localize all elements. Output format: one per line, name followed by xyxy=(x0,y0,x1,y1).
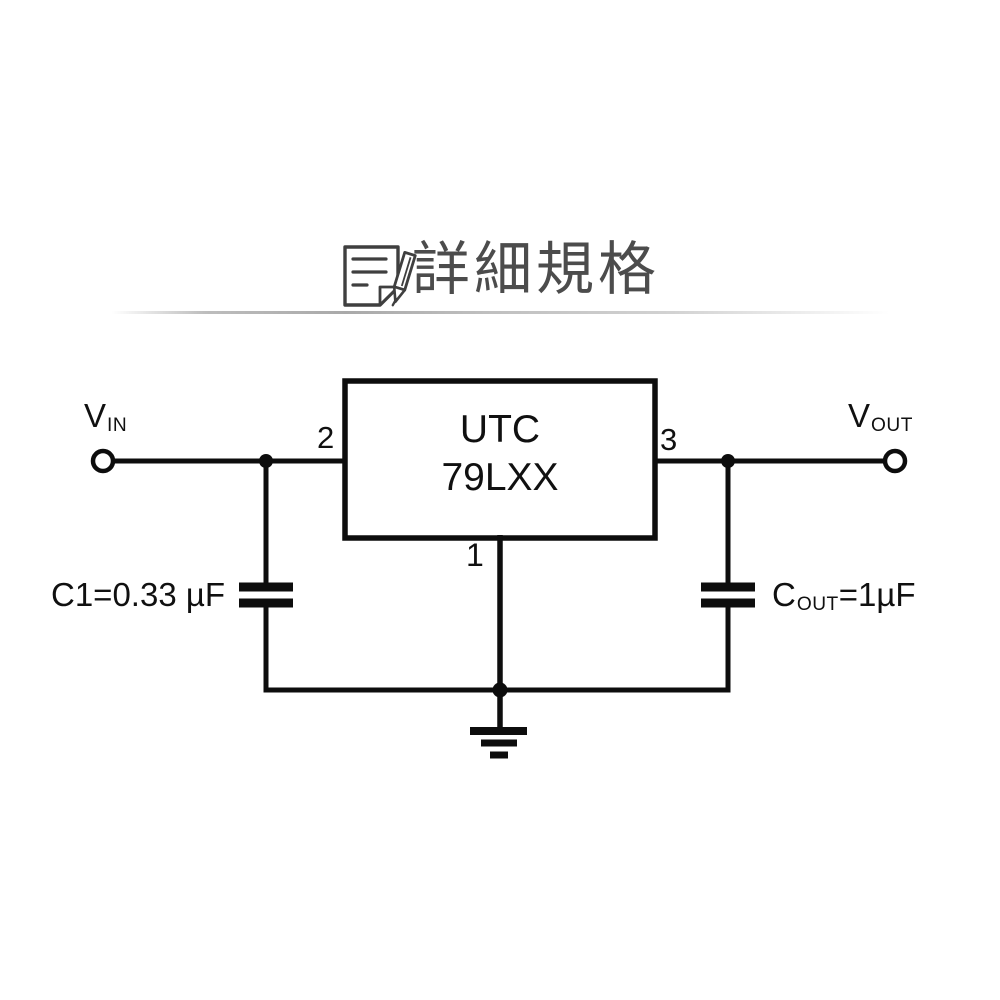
header-divider xyxy=(112,311,890,314)
vout-subscript: OUT xyxy=(871,415,913,437)
input-cap-label: C1=0.33 µF xyxy=(51,576,226,613)
ic-label: UTC 79LXX xyxy=(345,406,655,502)
output-cap-label: COUT=1µF xyxy=(772,575,916,621)
page-title: 詳細規格 xyxy=(412,237,661,302)
ic-label-line2: 79LXX xyxy=(441,456,559,499)
input-junction-dot xyxy=(259,454,273,468)
pin-2-label: 2 xyxy=(317,420,335,455)
pin-3-label: 3 xyxy=(660,422,678,457)
output-cap-subscript: OUT xyxy=(796,594,839,616)
vin-base: V xyxy=(84,397,107,434)
output-cap-suffix: =1µF xyxy=(838,576,916,613)
vin-terminal xyxy=(90,448,116,474)
vout-base: V xyxy=(848,397,871,434)
pin-1-label: 1 xyxy=(466,537,484,573)
vin-subscript: IN xyxy=(107,415,128,437)
vin-label: VIN xyxy=(84,396,127,442)
output-cap-base: C xyxy=(772,576,796,613)
ground-junction-dot xyxy=(492,682,508,698)
vout-terminal xyxy=(882,448,908,474)
vout-label: VOUT xyxy=(848,396,913,442)
ic-label-line1: UTC xyxy=(459,408,541,451)
pen-shape xyxy=(391,250,417,307)
output-junction-dot xyxy=(721,454,735,468)
document-pen-icon xyxy=(343,245,417,307)
